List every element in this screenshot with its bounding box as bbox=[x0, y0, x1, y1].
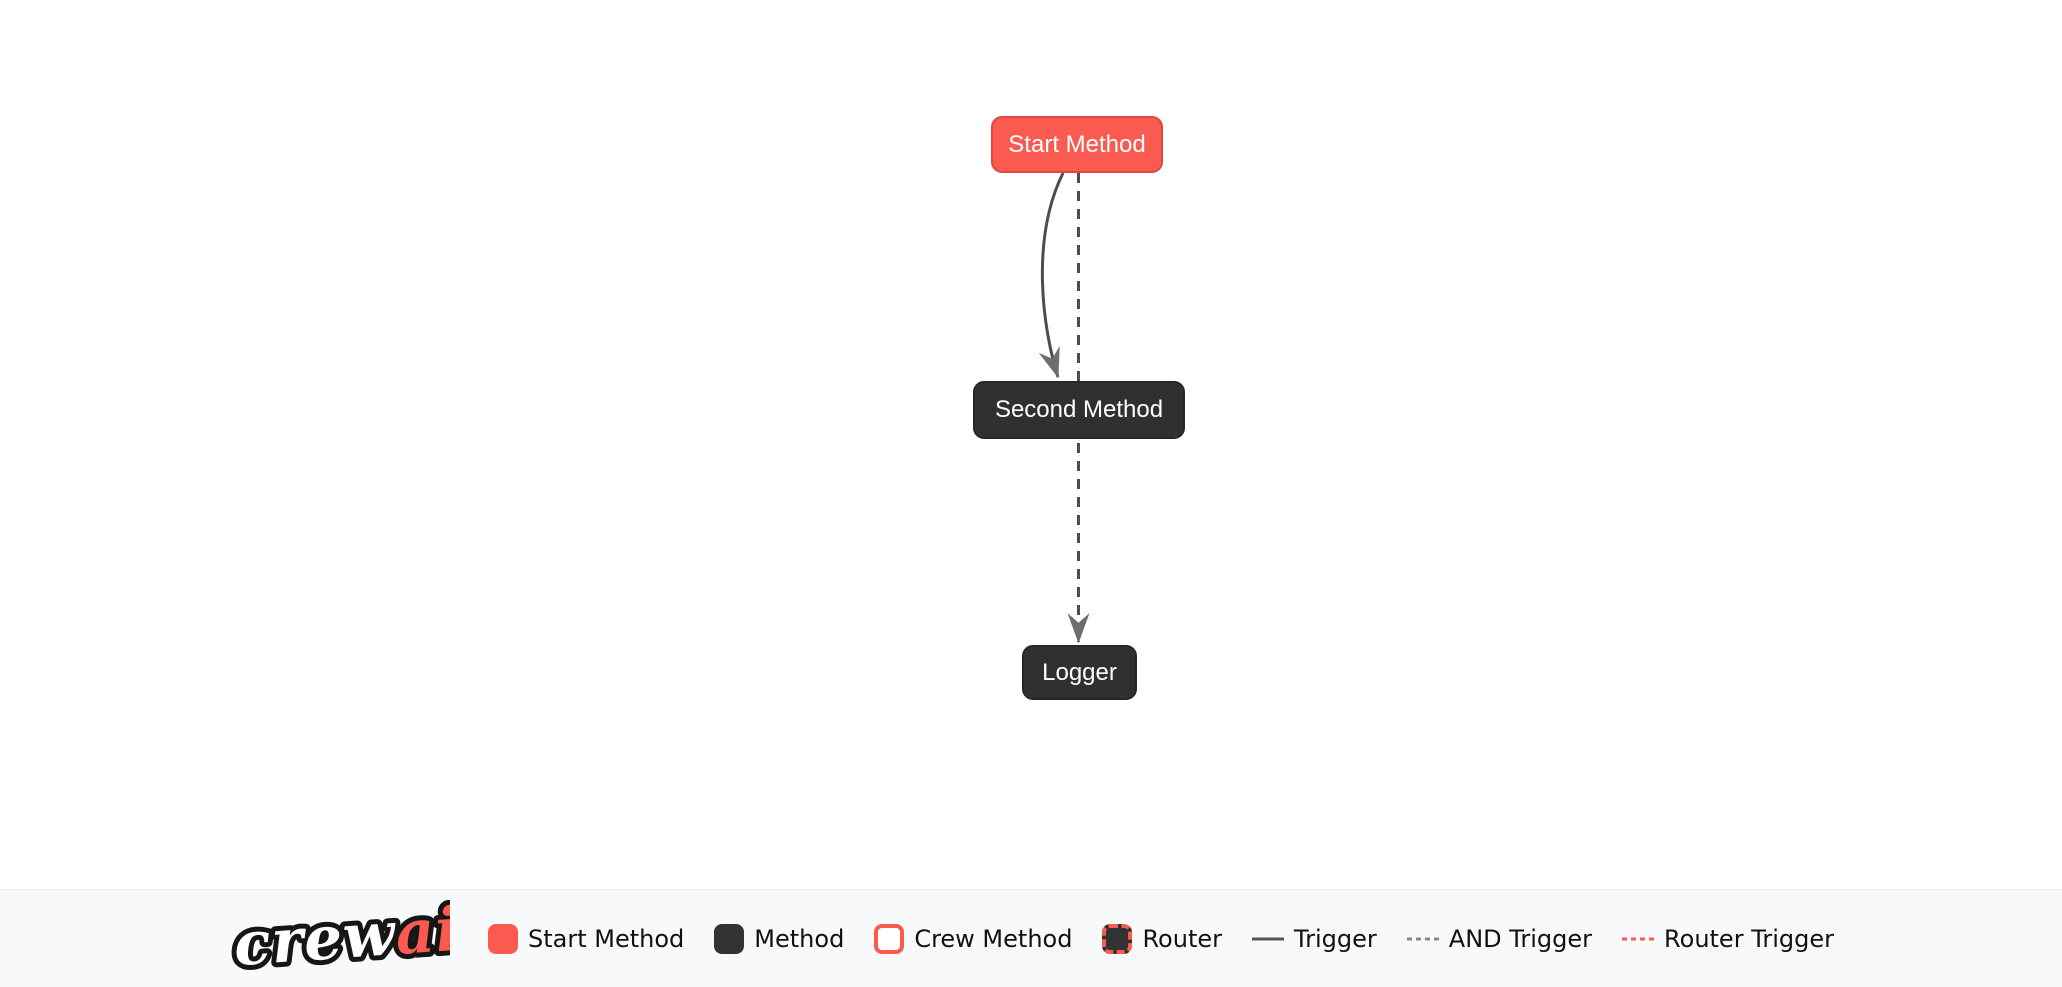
flow-canvas[interactable]: Start Method Second Method Logger bbox=[0, 0, 2062, 889]
node-start-method-label: Start Method bbox=[1008, 130, 1146, 158]
legend-bar: crewai Start Method Method Crew Method R… bbox=[0, 889, 2062, 987]
legend-label-trigger: Trigger bbox=[1294, 924, 1377, 953]
legend-label-and-trigger: AND Trigger bbox=[1448, 924, 1593, 953]
svg-text:crewai: crewai bbox=[232, 900, 450, 978]
router-swatch-icon bbox=[1102, 923, 1133, 954]
logo-text-crew: crew bbox=[232, 900, 400, 978]
node-logger[interactable]: Logger bbox=[1022, 645, 1137, 700]
legend-item-crew-method: Crew Method bbox=[874, 923, 1073, 954]
method-swatch-icon bbox=[714, 923, 745, 954]
node-second-method[interactable]: Second Method bbox=[973, 381, 1185, 439]
logo-text-ai: ai bbox=[393, 900, 450, 969]
start-method-swatch-icon bbox=[488, 923, 519, 954]
crew-method-swatch-icon bbox=[874, 923, 905, 954]
legend-item-trigger: Trigger bbox=[1252, 927, 1377, 951]
edge-trigger-start-to-second bbox=[1038, 172, 1065, 379]
legend-item-and-trigger: AND Trigger bbox=[1406, 924, 1593, 953]
and-trigger-line-icon bbox=[1406, 937, 1439, 940]
legend-label-method: Method bbox=[754, 924, 845, 953]
legend-item-router-trigger: Router Trigger bbox=[1622, 927, 1834, 951]
legend-label-router-trigger: Router Trigger bbox=[1664, 924, 1834, 953]
legend-item-router: Router bbox=[1102, 923, 1222, 954]
legend-item-start-method: Start Method bbox=[488, 923, 685, 954]
legend-item-method: Method bbox=[714, 923, 845, 954]
router-trigger-line-icon bbox=[1622, 937, 1655, 940]
node-logger-label: Logger bbox=[1042, 658, 1117, 686]
crewai-logo: crewai bbox=[228, 900, 450, 978]
node-start-method[interactable]: Start Method bbox=[991, 116, 1163, 173]
trigger-line-icon bbox=[1252, 937, 1284, 940]
legend-label-router: Router bbox=[1142, 924, 1222, 953]
legend-label-crew-method: Crew Method bbox=[914, 924, 1073, 953]
node-second-method-label: Second Method bbox=[994, 396, 1164, 423]
legend-label-start-method: Start Method bbox=[528, 924, 685, 953]
